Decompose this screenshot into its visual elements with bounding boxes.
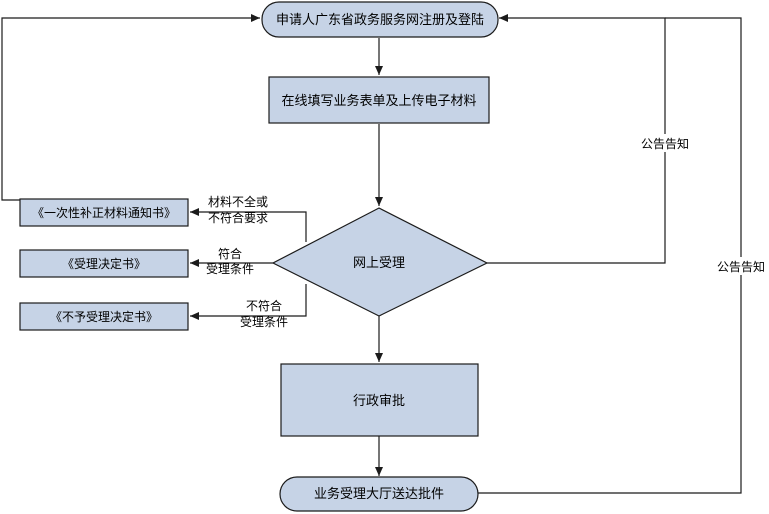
node-fill-form: 在线填写业务表单及上传电子材料 xyxy=(268,76,490,124)
fill-form-label: 在线填写业务表单及上传电子材料 xyxy=(281,93,476,109)
reject-decision-shape xyxy=(19,302,189,331)
supplement-notice-shape xyxy=(19,198,189,227)
label-incomplete-1: 材料不全或 xyxy=(208,194,268,209)
notice-2-bg xyxy=(712,257,769,275)
register-label: 申请人广东省政务服务网注册及登陆 xyxy=(276,12,484,28)
output-supplement-notice: 《一次性补正材料通知书》 xyxy=(19,198,189,227)
notice-1-bg xyxy=(634,134,696,152)
fill-form-shape xyxy=(268,76,490,124)
output-reject-decision: 《不予受理决定书》 xyxy=(19,302,189,331)
accept-decision-shape xyxy=(19,249,189,278)
online-accept-label: 网上受理 xyxy=(353,256,405,271)
edge-labels: 材料不全或 不符合要求 符合 受理条件 不符合 受理条件 公告告知 公告告知 xyxy=(206,134,769,329)
label-notice-1: 公告告知 xyxy=(641,137,689,151)
supplement-notice-label: 《一次性补正材料通知书》 xyxy=(32,206,176,220)
arrow-accept-to-reject xyxy=(190,284,307,320)
label-meets-2: 受理条件 xyxy=(206,262,254,276)
label-not-meets-1: 不符合 xyxy=(246,298,282,313)
arrow-accept-to-supplement xyxy=(190,208,307,242)
register-shape xyxy=(261,1,499,38)
node-admin-approve: 行政审批 xyxy=(280,363,479,437)
online-accept-shape xyxy=(271,207,489,317)
label-not-meets-2: 受理条件 xyxy=(240,315,288,329)
admin-approve-shape xyxy=(280,363,479,437)
node-register: 申请人广东省政务服务网注册及登陆 xyxy=(261,1,499,38)
label-meets-1: 符合 xyxy=(218,246,242,261)
accept-decision-label: 《受理决定书》 xyxy=(62,256,146,271)
deliver-shape xyxy=(279,476,479,512)
admin-approve-label: 行政审批 xyxy=(353,394,405,409)
node-deliver: 业务受理大厅送达批件 xyxy=(279,476,479,512)
output-accept-decision: 《受理决定书》 xyxy=(19,249,189,278)
reject-decision-label: 《不予受理决定书》 xyxy=(50,309,158,324)
label-incomplete-2: 不符合要求 xyxy=(208,210,268,225)
deliver-label: 业务受理大厅送达批件 xyxy=(314,486,444,502)
node-online-accept: 网上受理 xyxy=(271,207,489,317)
label-notice-2: 公告告知 xyxy=(717,260,765,274)
arrow-supplement-to-register xyxy=(1,14,260,201)
arrow-deliver-notice-to-register xyxy=(478,17,742,494)
